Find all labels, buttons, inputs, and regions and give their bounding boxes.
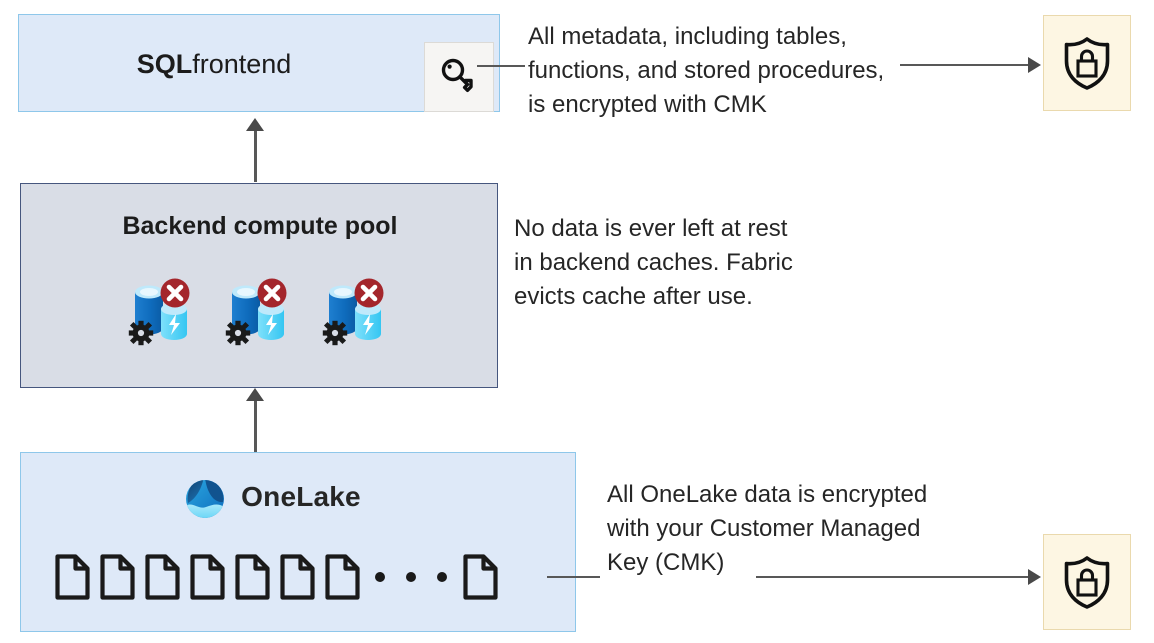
note-cmk-line-3: Key (CMK) bbox=[607, 549, 725, 576]
sql-frontend-box: SQL frontend bbox=[18, 14, 500, 112]
ellipsis-dot bbox=[437, 572, 447, 582]
sql-frontend-label-strong: SQL bbox=[136, 48, 193, 79]
note-metadata-line-1: All metadata, including tables, bbox=[528, 23, 847, 50]
note-metadata-line-2: functions, and stored procedures, bbox=[528, 57, 885, 84]
shield-lock-icon bbox=[1064, 556, 1110, 609]
note-metadata-line-3: is encrypted with CMK bbox=[528, 91, 767, 118]
file-icon bbox=[280, 554, 315, 600]
onelake-title: OneLake bbox=[241, 481, 361, 512]
sql-key-connector bbox=[477, 65, 525, 67]
onelake-logo-icon bbox=[186, 480, 225, 518]
note-cache-line-3: evicts cache after use. bbox=[514, 283, 753, 310]
backend-compute-pool-title: Backend compute pool bbox=[122, 212, 398, 240]
cache-icon-row bbox=[21, 276, 499, 350]
note-cache: No data is ever left at rest in backend … bbox=[514, 212, 793, 314]
file-icon bbox=[100, 554, 135, 600]
onelake-box: OneLake bbox=[20, 452, 576, 632]
file-icon bbox=[190, 554, 225, 600]
metadata-to-shield-arrowhead bbox=[1028, 57, 1041, 73]
backend-to-sql-arrowhead bbox=[246, 118, 264, 131]
file-icon bbox=[325, 554, 360, 600]
cache-disabled-icon bbox=[322, 278, 384, 346]
file-icon-row bbox=[53, 553, 499, 601]
shield-chip-top[interactable] bbox=[1043, 15, 1131, 111]
onelake-to-backend-line bbox=[254, 400, 257, 452]
file-icon bbox=[463, 554, 498, 600]
sql-frontend-label-rest: frontend bbox=[192, 48, 292, 79]
file-icon bbox=[55, 554, 90, 600]
sql-key-chip[interactable] bbox=[424, 42, 494, 112]
file-icon bbox=[235, 554, 270, 600]
onelake-key-connector bbox=[547, 576, 600, 578]
shield-chip-bottom[interactable] bbox=[1043, 534, 1131, 630]
note-cmk: All OneLake data is encrypted with your … bbox=[607, 478, 927, 580]
file-icon bbox=[145, 554, 180, 600]
backend-compute-pool-box: Backend compute pool bbox=[20, 183, 498, 388]
note-cache-line-2: in backend caches. Fabric bbox=[514, 249, 793, 276]
onelake-to-backend-arrowhead bbox=[246, 388, 264, 401]
key-icon bbox=[441, 58, 473, 92]
onelake-header: OneLake bbox=[21, 473, 521, 521]
note-cache-line-1: No data is ever left at rest bbox=[514, 215, 788, 242]
cmk-to-shield-arrowhead bbox=[1028, 569, 1041, 585]
cmk-to-shield-line bbox=[756, 576, 1030, 578]
note-metadata: All metadata, including tables, function… bbox=[528, 20, 884, 122]
backend-to-sql-line bbox=[254, 130, 257, 182]
cache-disabled-icon bbox=[225, 278, 287, 346]
note-cmk-line-2: with your Customer Managed bbox=[607, 515, 921, 542]
sql-frontend-label: SQL frontend bbox=[19, 15, 409, 113]
note-cmk-line-1: All OneLake data is encrypted bbox=[607, 481, 928, 508]
ellipsis-dot bbox=[406, 572, 416, 582]
cache-disabled-icon bbox=[128, 278, 190, 346]
shield-lock-icon bbox=[1064, 37, 1110, 90]
metadata-to-shield-line bbox=[900, 64, 1030, 66]
ellipsis-dot bbox=[375, 572, 385, 582]
